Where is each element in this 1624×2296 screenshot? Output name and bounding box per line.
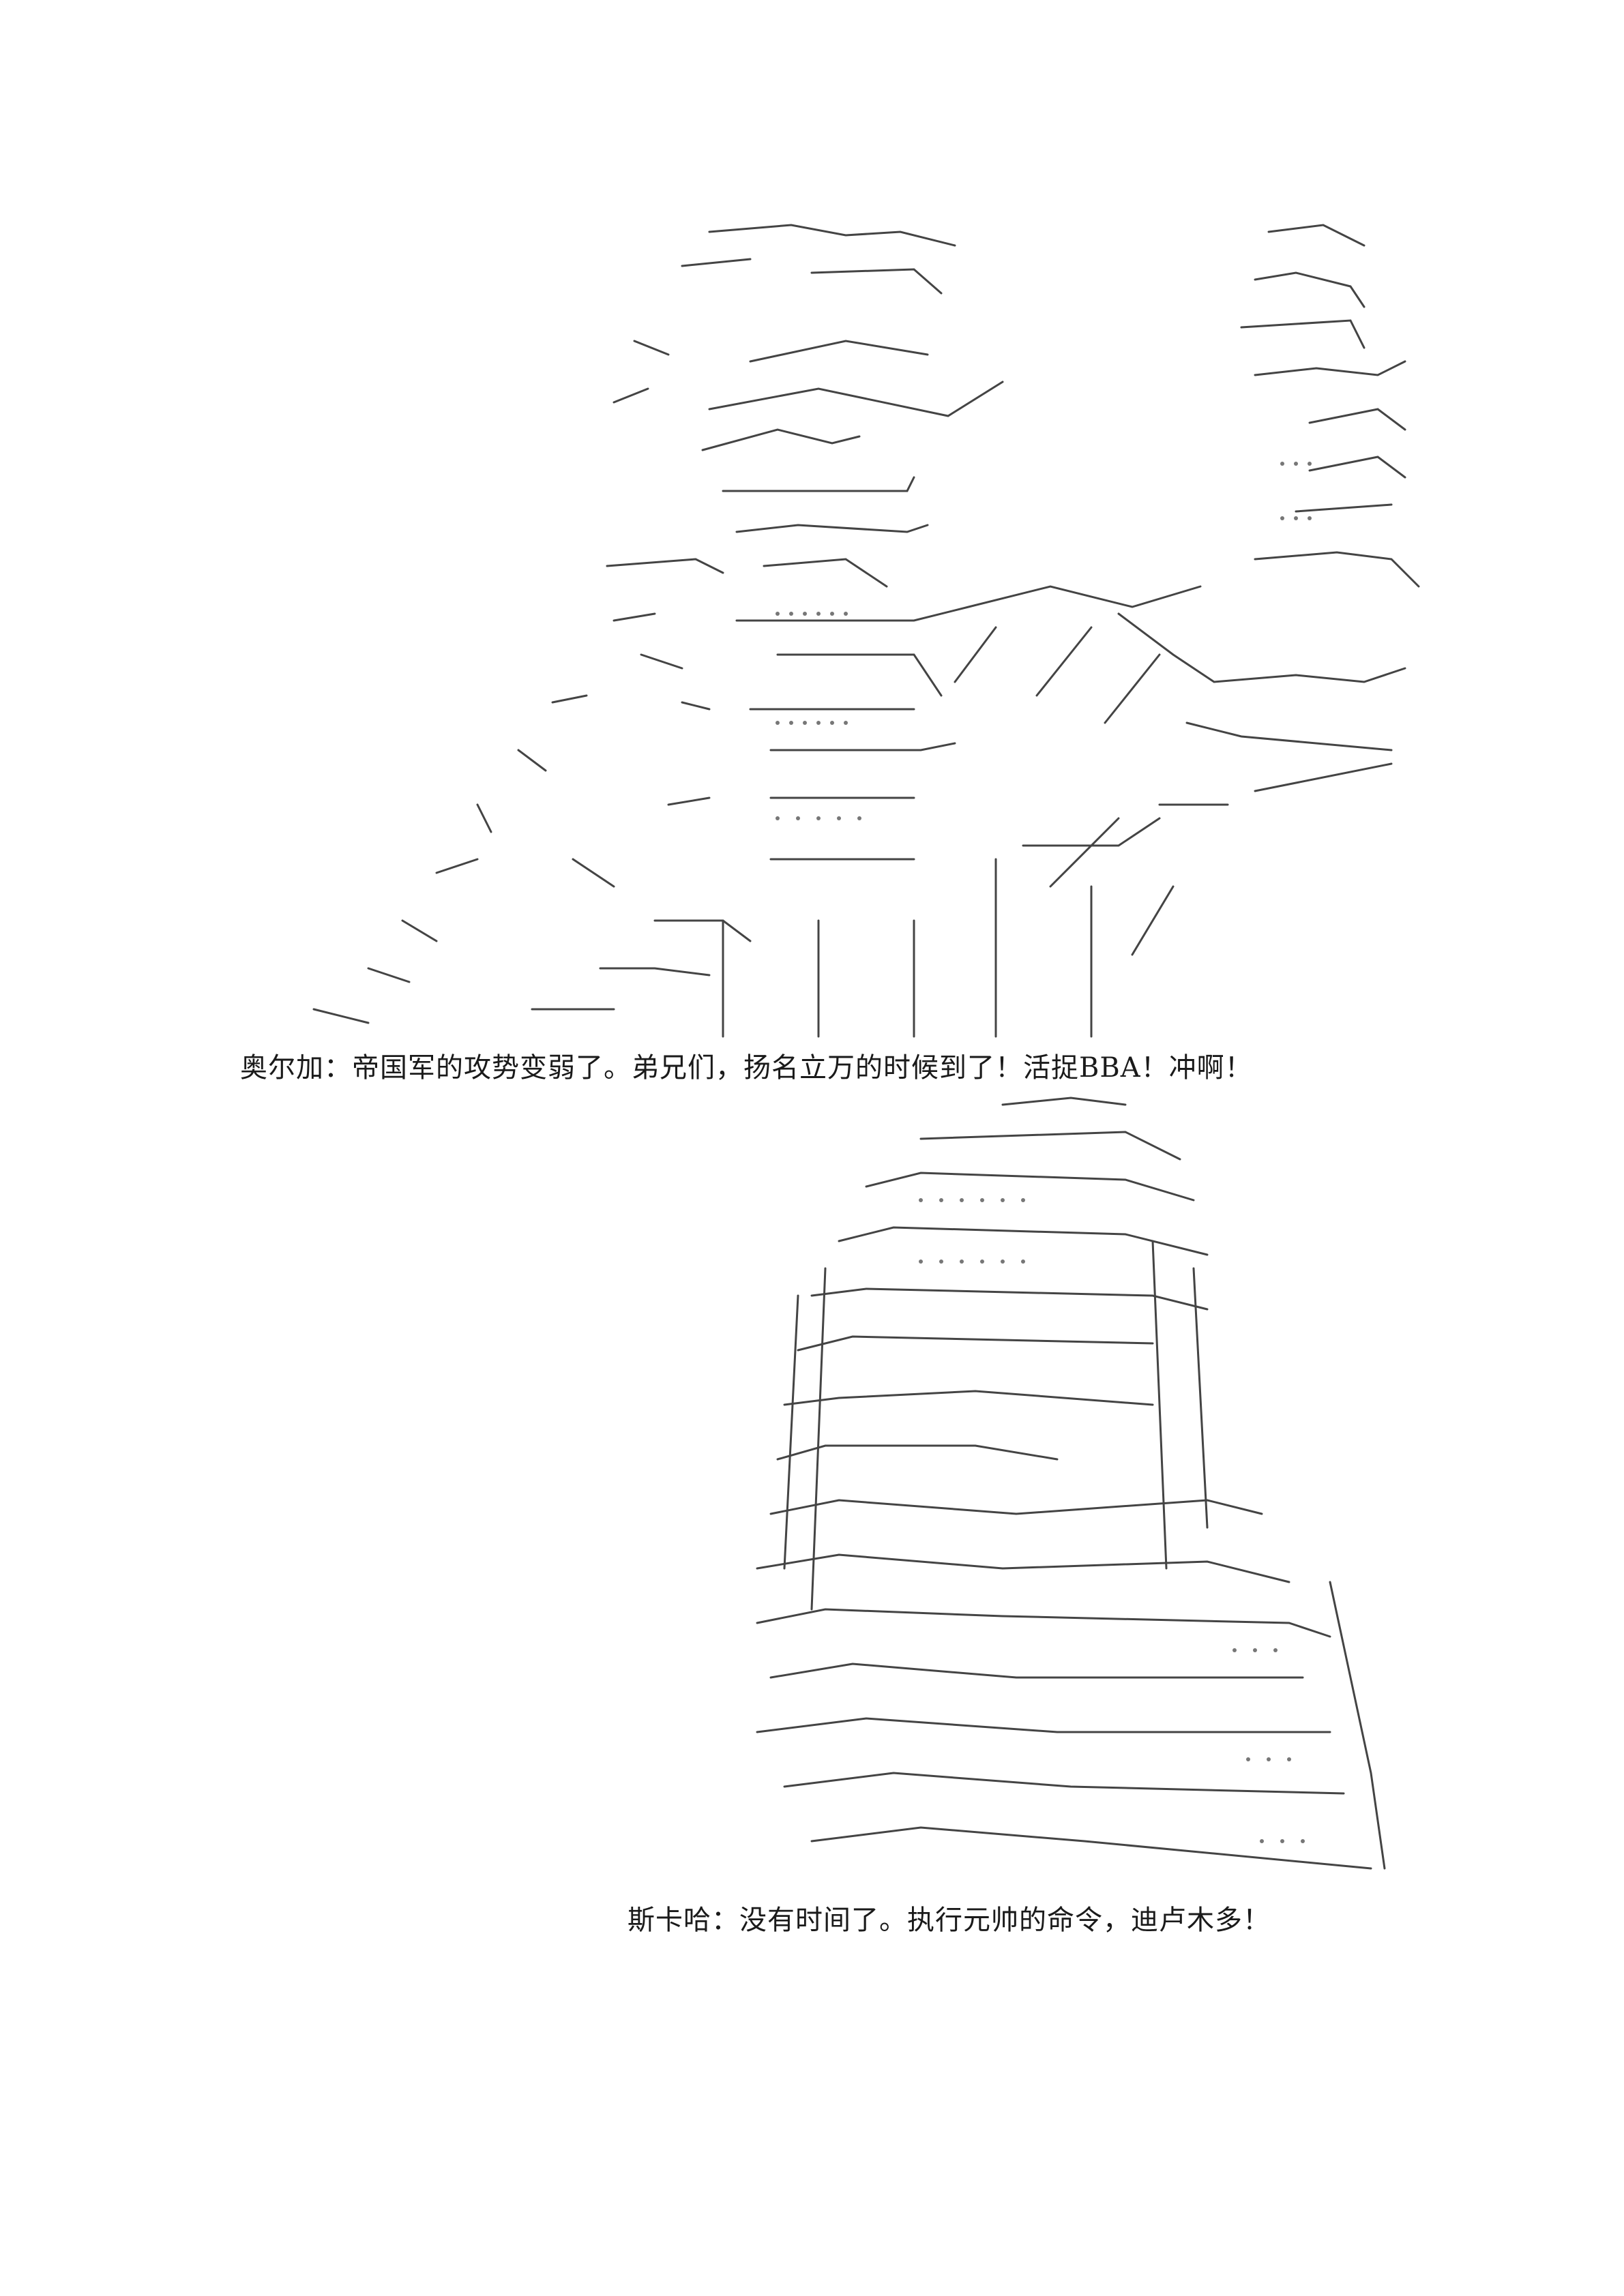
caption-scathach: 斯卡哈：没有时间了。执行元帅的命令，迪卢木多！ [628,1905,1271,1936]
caption-orga: 奥尔加：帝国军的攻势变弱了。弟兄们，扬名立万的时候到了！活捉BBA！冲啊！ [240,1052,1253,1084]
ascii-art-figure-long-hair-icon [716,1091,1398,1882]
ascii-art-figure-raising-fist-icon [232,205,1439,1040]
